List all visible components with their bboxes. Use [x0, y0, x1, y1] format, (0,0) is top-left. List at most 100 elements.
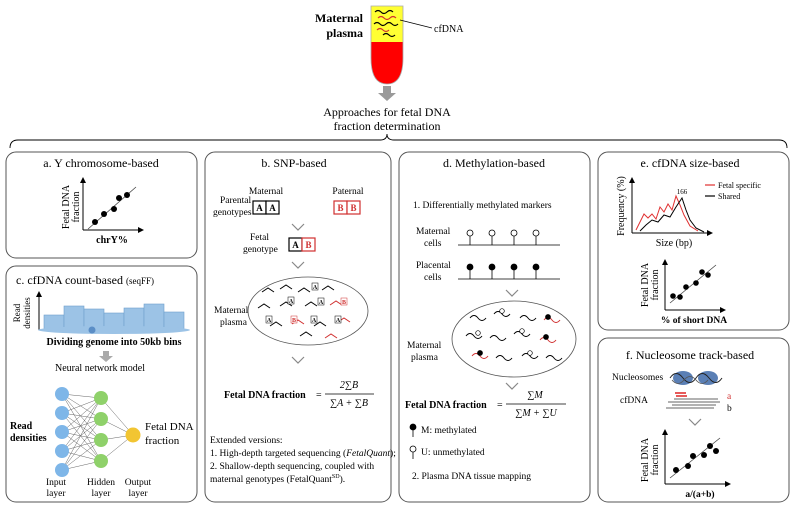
- output-layer-1: Output: [125, 478, 152, 488]
- down-chevron-icon: [505, 382, 519, 390]
- hidden-node: [94, 454, 108, 468]
- panel-d-legend-m: M: methylated: [421, 426, 477, 436]
- panel-b-maternal: Maternal: [249, 187, 284, 197]
- cfdna-fragments-icon: [373, 9, 399, 38]
- approach-line-1: Approaches for fetal DNA: [323, 105, 451, 119]
- panel-b-ext-title: Extended versions:: [210, 436, 283, 446]
- legend-shared: Shared: [718, 192, 740, 201]
- svg-text:A: A: [313, 285, 318, 291]
- hidden-node: [94, 412, 108, 426]
- panel-c-read-1: Read: [12, 303, 22, 322]
- panel-d-formula-label: Fetal DNA fraction: [405, 400, 487, 411]
- data-point: [701, 452, 707, 458]
- approach-line-2: fraction determination: [334, 119, 441, 133]
- data-point: [101, 211, 107, 217]
- svg-text:A: A: [267, 318, 272, 324]
- data-point: [683, 284, 689, 290]
- data-point: [705, 272, 711, 278]
- panel-c-nn-title: Neural network model: [55, 363, 145, 374]
- svg-text:B: B: [292, 318, 296, 324]
- panel-a-ylabel-2: fraction: [71, 191, 82, 222]
- panel-b-fetal-1: Fetal: [250, 233, 269, 243]
- panel-f-xlabel: a/(a+b): [685, 489, 714, 500]
- data-point: [699, 269, 705, 275]
- panel-e-scatter-x: % of short DNA: [661, 316, 727, 326]
- input-node: [55, 387, 69, 401]
- neural-network-diagram: [55, 387, 141, 477]
- methyl-marks: [475, 308, 551, 356]
- down-chevron-icon: [505, 289, 519, 297]
- input-node: [55, 444, 69, 458]
- svg-text:A: A: [312, 318, 317, 324]
- panel-d-formula-den: ∑M + ∑U: [515, 408, 557, 419]
- panel-a-ylabel-1: Fetal DNA: [61, 184, 72, 229]
- panel-e-xlabel: Size (bp): [656, 238, 692, 249]
- panel-e: [597, 151, 790, 331]
- snp-read-fragments: [257, 284, 351, 339]
- panel-c-input-1: Read: [10, 421, 33, 432]
- panel-d-placental-2: cells: [424, 273, 442, 283]
- output-node: [125, 427, 141, 443]
- panel-b-ext-3: maternal genotypes (FetalQuantSD).: [210, 474, 345, 485]
- maternal-genotype: A A: [252, 200, 280, 215]
- panel-d-title: d. Methylation-based: [443, 156, 545, 170]
- blood-layer: [371, 42, 403, 84]
- panel-b-ext-1: 1. High-depth targeted sequencing (Fetal…: [210, 448, 396, 459]
- panel-d-placental-1: Placental: [416, 261, 451, 271]
- data-point: [673, 467, 679, 473]
- unmethylated-legend-icon: [409, 445, 417, 459]
- svg-text:B: B: [342, 300, 346, 306]
- down-arrow-icon: [378, 86, 396, 101]
- snp-plasma-ellipse: [247, 276, 369, 346]
- panel-e-scatter-y2: fraction: [650, 269, 661, 300]
- panel-f-ylabel-2: fraction: [650, 444, 661, 475]
- svg-text:A: A: [336, 318, 341, 324]
- panel-b-parental-1: Parental: [220, 196, 251, 206]
- down-arrow-icon: [99, 351, 113, 362]
- panel-e-scatter-y1: Fetal DNA: [640, 262, 651, 307]
- panel-f-a-label: a: [727, 392, 732, 402]
- short-dna-scatter: [662, 259, 726, 313]
- svg-text:B: B: [337, 203, 343, 213]
- panel-b-title: b. SNP-based: [261, 156, 326, 170]
- methylated-legend-icon: [409, 423, 417, 437]
- nucleosome-icon: [669, 371, 723, 385]
- methyl-read-fragments: [465, 311, 563, 361]
- panel-b-parental-2: genotypes: [213, 208, 252, 218]
- snp-allele-tags: A A A B A B A A: [265, 282, 348, 324]
- panel-b-formula-num: 2∑B: [340, 380, 358, 391]
- panel-d-legend-u: U: unmethylated: [421, 448, 485, 458]
- data-point: [677, 294, 683, 300]
- input-layer-1: Input: [46, 478, 66, 488]
- panel-d-plasma-2: plasma: [411, 353, 439, 363]
- panel-c-read-2: densities: [22, 297, 32, 329]
- panel-a-xlabel: chrY%: [96, 235, 128, 246]
- panel-f: [597, 337, 790, 503]
- svg-text:A: A: [319, 300, 324, 306]
- output-layer-2: layer: [129, 489, 149, 499]
- panel-d-plasma-1: Maternal: [407, 341, 442, 351]
- panel-d-formula-num: ∑M: [527, 390, 543, 401]
- panel-c-title: c. cfDNA count-based(seqFF): [16, 273, 154, 287]
- data-point: [116, 195, 122, 201]
- fetal-genotype: A B: [288, 237, 316, 252]
- data-point: [707, 443, 713, 449]
- legend-fetal: Fetal specific: [718, 181, 761, 190]
- panel-b-fetal-2: genotype: [243, 245, 278, 255]
- panel-b-ext-2: 2. Shallow-depth sequencing, coupled wit…: [210, 462, 374, 472]
- panel-a-title: a. Y chromosome-based: [43, 156, 158, 170]
- down-chevron-icon: [291, 261, 305, 269]
- panel-a: [5, 151, 198, 259]
- panel-b-paternal: Paternal: [332, 187, 363, 197]
- equals-sign: =: [316, 390, 322, 401]
- input-layer-2: layer: [47, 489, 67, 499]
- tube-label-1: Maternal: [315, 11, 364, 25]
- maternal-cells-markers: [458, 229, 560, 246]
- genome-bins: [36, 291, 190, 334]
- panel-f-title: f. Nucleosome track-based: [626, 348, 754, 362]
- peak-label: 166: [677, 188, 688, 196]
- data-point: [124, 192, 130, 198]
- panel-b-plasma-1: Maternal: [214, 306, 249, 316]
- data-point: [693, 280, 699, 286]
- fetal-specific-line: [635, 194, 699, 232]
